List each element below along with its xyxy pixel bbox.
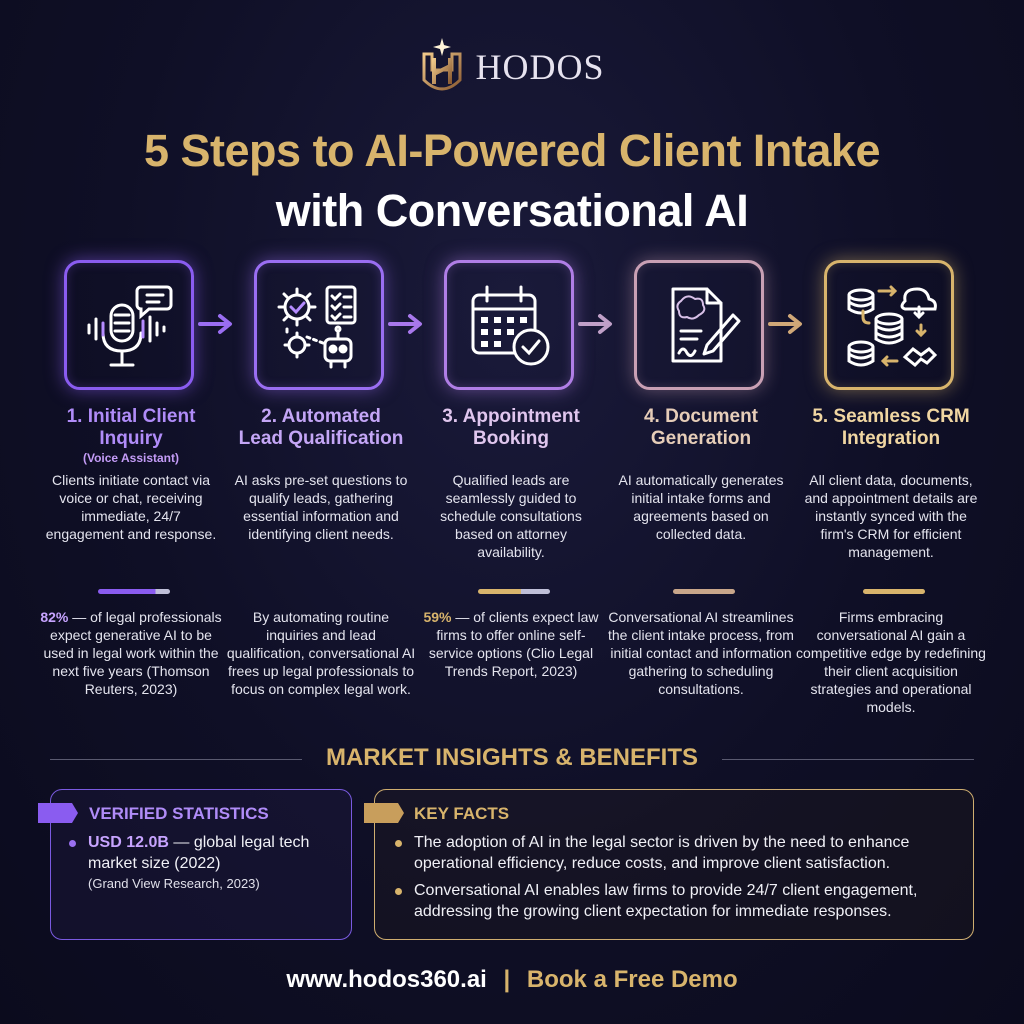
step-4-title: 4. Document Generation <box>643 406 759 449</box>
step-5-icon-box <box>824 260 954 390</box>
verified-statistics-panel <box>50 789 352 940</box>
fact-2-bullet-dot <box>395 888 402 895</box>
key-facts-panel <box>374 789 974 940</box>
brand-name: HODOS <box>475 47 605 87</box>
step-1-icon-box <box>64 260 194 390</box>
gears-checklist-robot-icon <box>277 285 357 369</box>
arrow-1-icon <box>198 314 232 334</box>
verified-statistics-heading: VERIFIED STATISTICS <box>89 804 269 823</box>
verified-bullet-dot <box>69 840 76 847</box>
step-5-description: All client data, documents, and appointm… <box>804 472 978 560</box>
step-1-title: 1. Initial Client Inquiry <box>66 406 196 449</box>
key-facts-heading: KEY FACTS <box>414 804 510 823</box>
section-divider-left <box>50 759 302 760</box>
database-sync-icon <box>847 285 938 368</box>
step-3-statistic: 59% — of clients expect law firms to off… <box>423 609 599 679</box>
step-3-description: Qualified leads are seamlessly guided to… <box>440 472 582 560</box>
page-subtitle: with Conversational AI <box>275 185 749 236</box>
step-5-title: 5. Seamless CRM Integration <box>812 406 970 449</box>
section-divider-right <box>722 759 974 760</box>
verified-tag-icon <box>38 803 78 823</box>
step-1-statistic: 82% — of legal professionals expect gene… <box>40 609 222 697</box>
fact-1-bullet-dot <box>395 840 402 847</box>
website-link[interactable]: www.hodos360.ai <box>286 966 487 993</box>
step-4-icon-box <box>634 260 764 390</box>
step-2-icon-box <box>254 260 384 390</box>
verified-stat-line2: market size (2022) <box>88 855 221 872</box>
key-facts-tag-icon <box>364 803 404 823</box>
footer-separator: | <box>503 966 511 993</box>
arrow-4-icon <box>768 314 802 334</box>
step-5-note: Firms embracing conversational AI gain a… <box>796 609 986 715</box>
book-demo-link[interactable]: Book a Free Demo <box>526 966 738 993</box>
microphone-chat-icon <box>87 285 173 367</box>
hodos-shield-icon <box>422 38 462 91</box>
verified-stat-line1: USD 12.0B — global legal tech <box>88 834 310 851</box>
step-4-divider <box>673 589 735 594</box>
step-1-subtitle: (Voice Assistant) <box>82 451 180 465</box>
fact-2-line2: addressing the growing client expectatio… <box>414 903 892 920</box>
step-2-note: By automating routine inquiries and lead… <box>226 609 416 697</box>
document-pen-icon <box>671 287 741 363</box>
step-3-progress-bar <box>478 589 550 594</box>
step-4-note: Conversational AI streamlines the client… <box>608 609 794 697</box>
step-3-title: 3. Appointment Booking <box>442 406 580 449</box>
fact-1-line2: operational efficiency, reduce costs, an… <box>414 855 891 872</box>
step-1-progress-bar <box>98 589 170 594</box>
market-insights-heading: MARKET INSIGHTS & BENEFITS <box>325 744 698 771</box>
fact-2-line1: Conversational AI enables law firms to p… <box>414 882 918 899</box>
page-title: 5 Steps to AI-Powered Client Intake <box>144 125 881 176</box>
footer: www.hodos360.ai | Book a Free Demo <box>0 966 1024 994</box>
step-3-icon-box <box>444 260 574 390</box>
step-5-divider <box>863 589 925 594</box>
verified-stat-source: (Grand View Research, 2023) <box>88 876 260 891</box>
brand-logo: HODOS <box>0 32 1024 102</box>
arrow-3-icon <box>578 314 612 334</box>
step-1-description: Clients initiate contact via voice or ch… <box>45 472 217 542</box>
step-4-description: AI automatically generates initial intak… <box>618 472 784 542</box>
calendar-check-icon <box>471 285 550 366</box>
step-2-title: 2. Automated Lead Qualification <box>238 406 404 449</box>
fact-1-line1: The adoption of AI in the legal sector i… <box>414 834 910 851</box>
step-2-description: AI asks pre-set questions to qualify lea… <box>234 472 408 542</box>
arrow-2-icon <box>388 314 422 334</box>
